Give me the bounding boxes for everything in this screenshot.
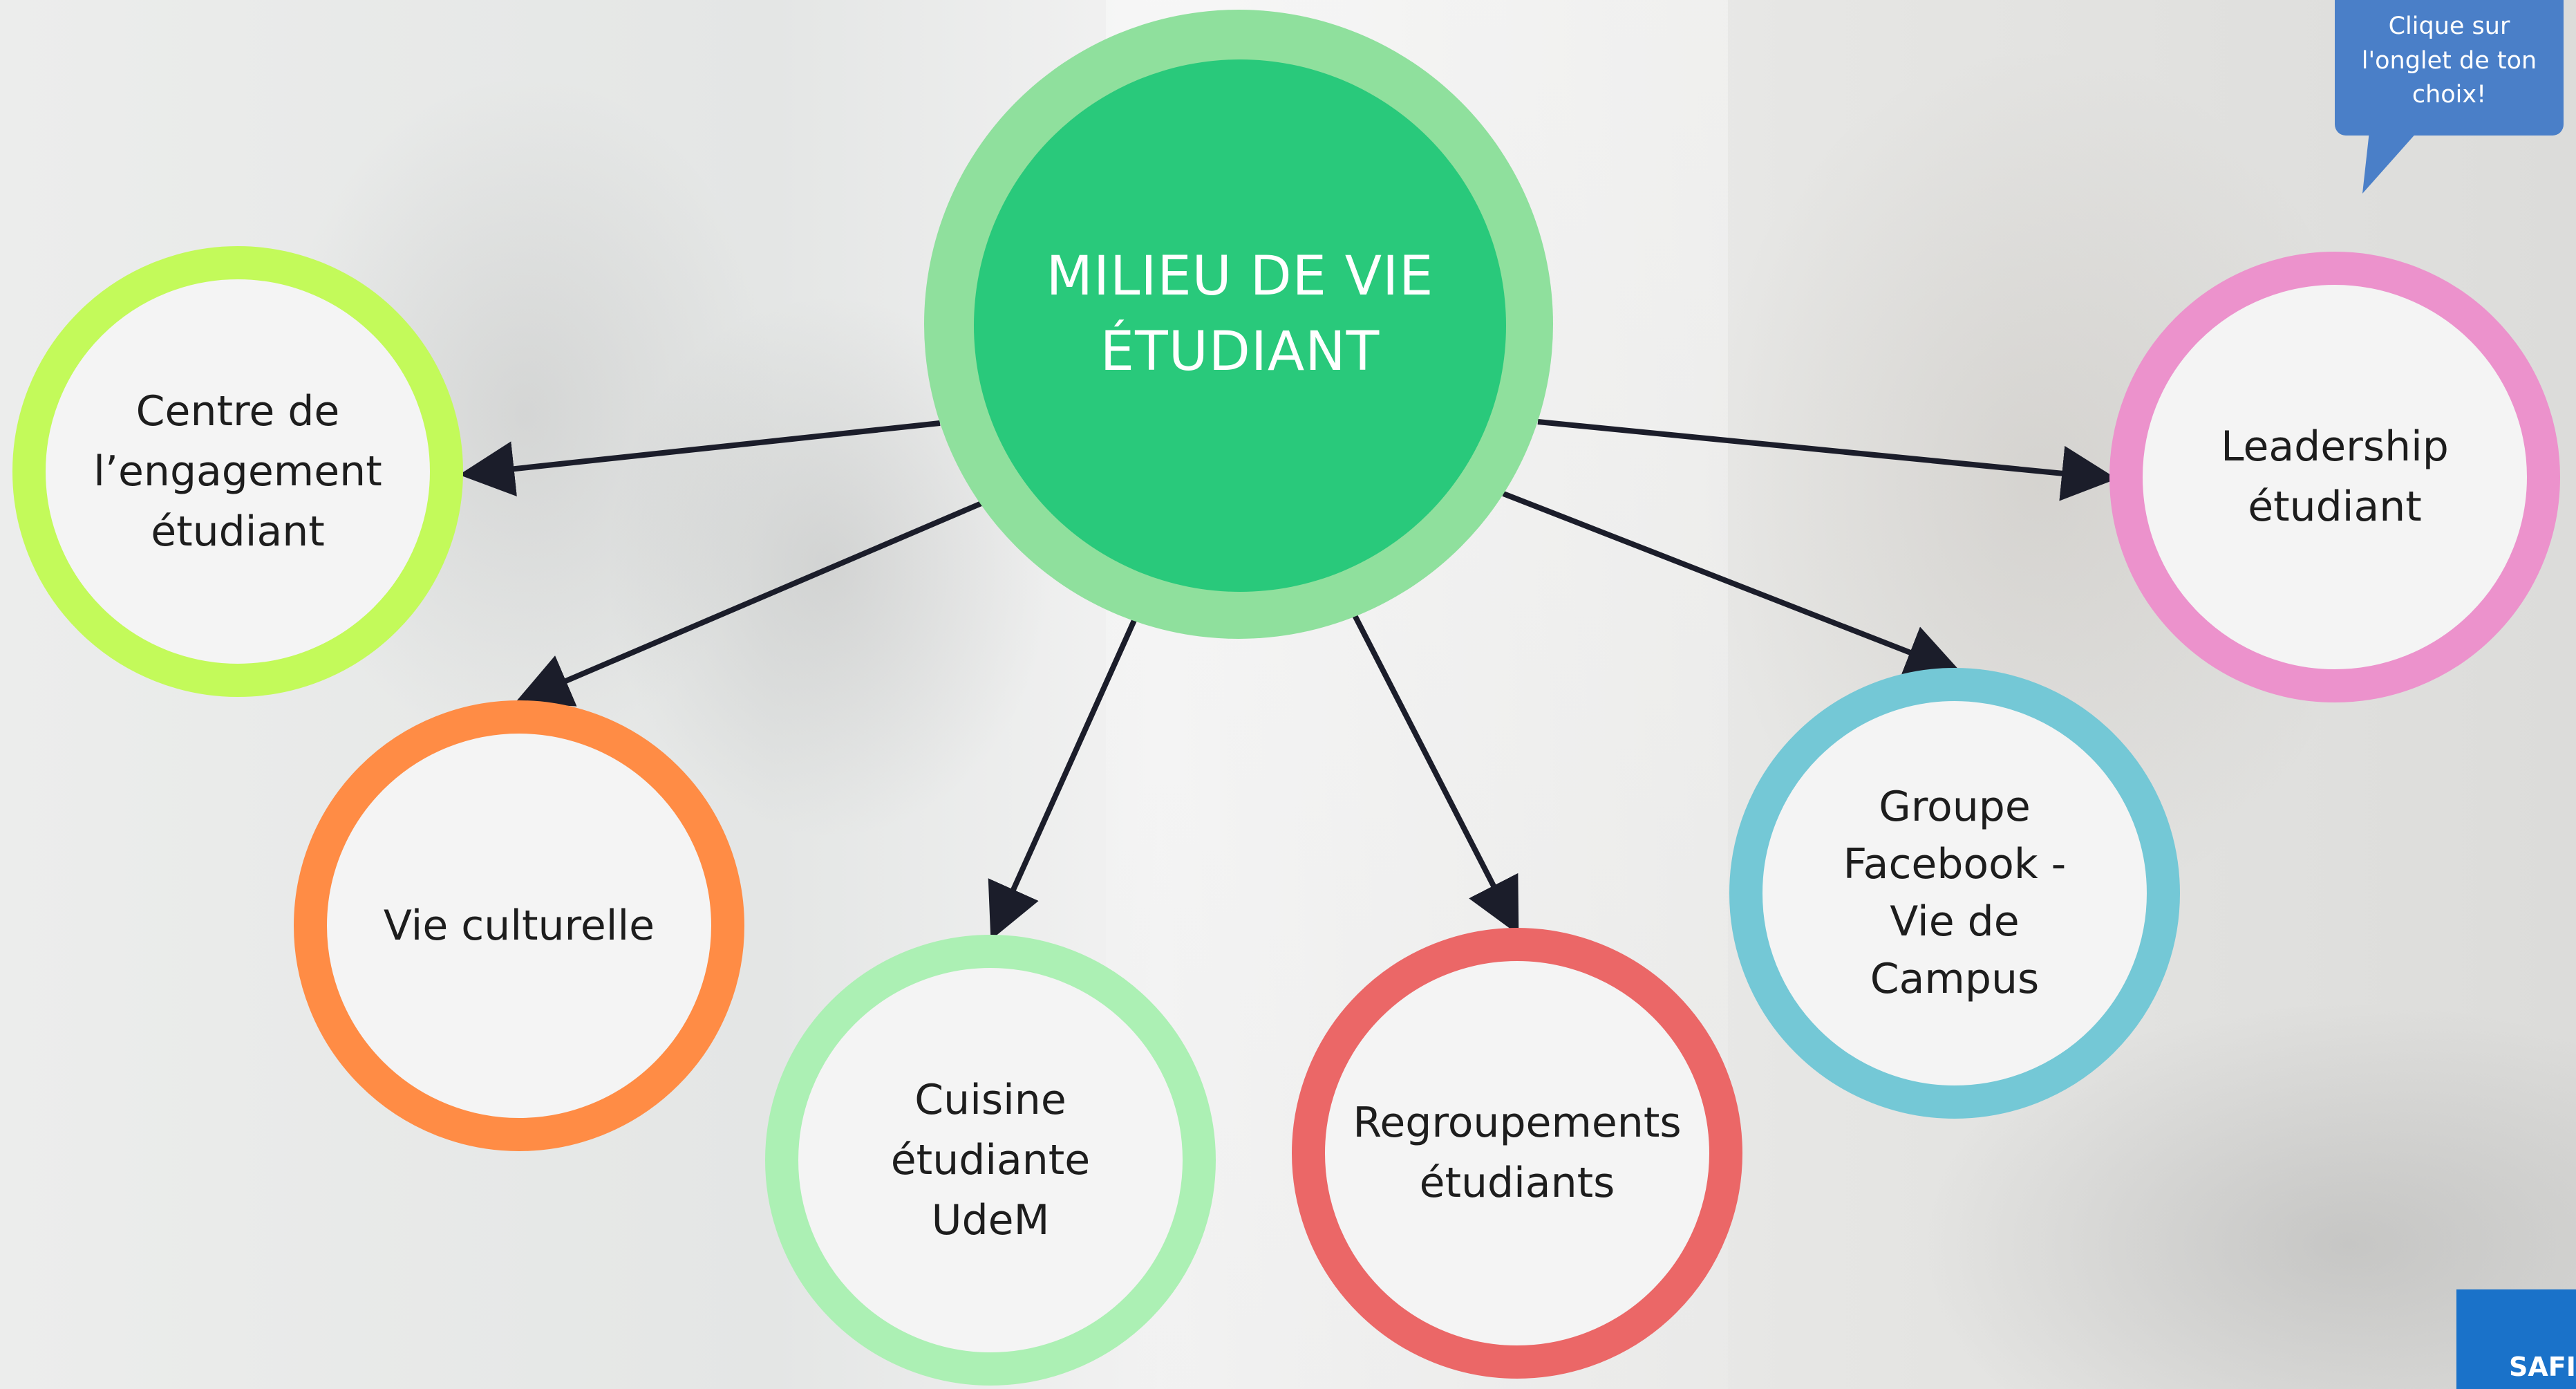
tooltip-bubble: Clique sur l'onglet de ton choix! — [2335, 0, 2564, 136]
node-regroupements-label: Regroupements étudiants — [1353, 1099, 1682, 1207]
arrow-to-centre-engagement — [459, 420, 941, 496]
node-vie-culturelle-label: Vie culturelle — [383, 901, 655, 950]
brand-logo: SAFI — [2456, 1289, 2576, 1389]
node-vie-culturelle[interactable]: Vie culturelle — [294, 700, 744, 1151]
arrow-to-regroupements — [1352, 614, 1519, 935]
center-node-title: MILIEU DE VIE ÉTUDIANT — [1046, 245, 1434, 384]
arrow-to-groupe-facebook — [1502, 491, 1962, 678]
node-centre-engagement-label: Centre de l’engagement étudiant — [93, 386, 382, 556]
tooltip-tail-shape — [2362, 131, 2418, 194]
arrow-to-vie-culturelle — [515, 501, 983, 707]
node-regroupements[interactable]: Regroupements étudiants — [1292, 928, 1742, 1379]
node-cuisine[interactable]: Cuisine étudiante UdeM — [765, 935, 1216, 1386]
arrow-to-cuisine — [988, 617, 1138, 940]
node-leadership[interactable]: Leadership étudiant — [2109, 252, 2560, 702]
node-groupe-facebook[interactable]: Groupe Facebook - Vie de Campus — [1729, 668, 2180, 1119]
node-leadership-label: Leadership étudiant — [2221, 422, 2449, 531]
node-centre-engagement[interactable]: Centre de l’engagement étudiant — [12, 246, 463, 697]
arrow-to-leadership — [1537, 419, 2117, 501]
center-node[interactable]: MILIEU DE VIE ÉTUDIANT — [974, 59, 1506, 592]
node-cuisine-label: Cuisine étudiante UdeM — [890, 1075, 1091, 1244]
node-groupe-facebook-label: Groupe Facebook - Vie de Campus — [1843, 783, 2067, 1003]
